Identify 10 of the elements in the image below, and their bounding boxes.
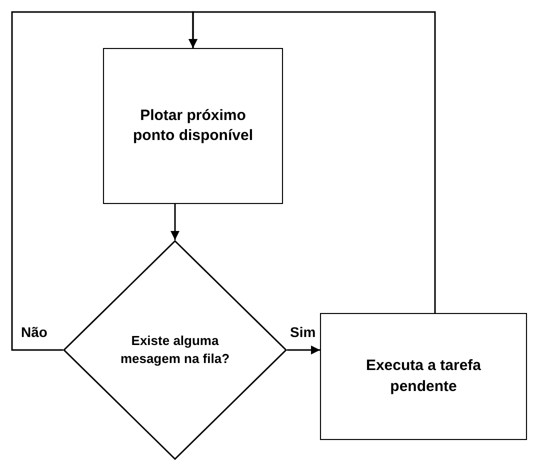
node-text: Existe alguma mesagem na fila? <box>119 332 231 368</box>
edge-label: Sim <box>289 324 317 340</box>
process-box <box>320 313 527 440</box>
arrow <box>287 346 320 354</box>
arrow <box>170 204 180 240</box>
node-text: Executa a tarefa pendente <box>364 356 482 396</box>
arrow <box>188 11 436 313</box>
edge-label: Não <box>20 324 48 340</box>
node-text: Plotar próximo ponto disponível <box>132 106 254 146</box>
process-box <box>103 48 283 204</box>
